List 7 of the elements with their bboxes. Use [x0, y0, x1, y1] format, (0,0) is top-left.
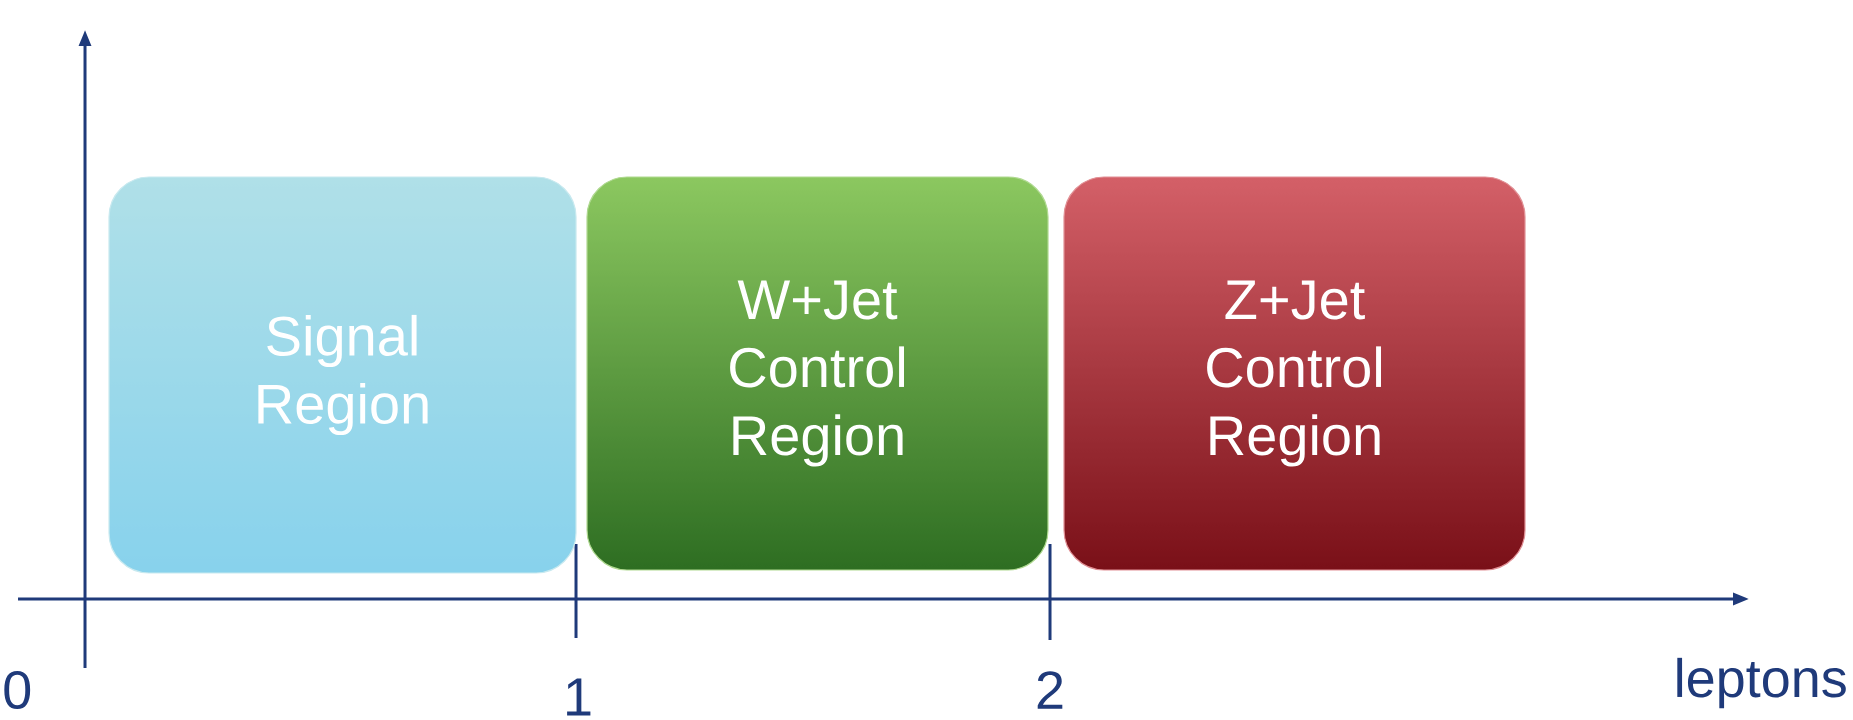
tick-label: 0 — [4, 670, 31, 710]
axis-title: leptons — [1677, 657, 1846, 709]
tick-label: 1 — [567, 678, 591, 716]
region-box: Z+Jet Control Region — [1063, 176, 1526, 571]
region-box: W+Jet Control Region — [586, 176, 1049, 571]
region-box: Signal Region — [108, 176, 577, 574]
tick-label: 2 — [1037, 671, 1063, 709]
